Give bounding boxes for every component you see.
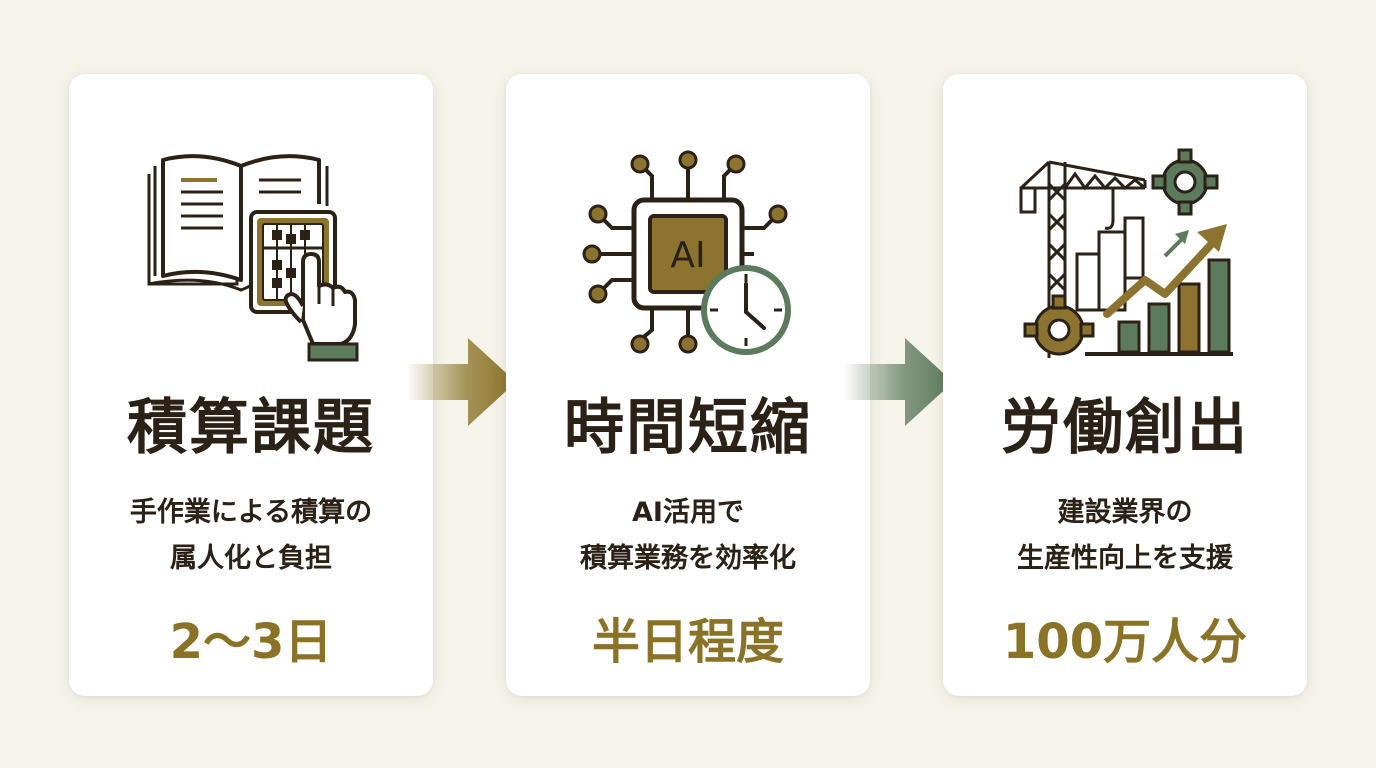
card-metric: 100万人分 [1002,614,1248,670]
card-description-line: 手作業による積算の [129,497,373,528]
card-title: 積算課題 [127,393,375,463]
card-description-line: 積算業務を効率化 [580,543,796,574]
arrow-right-icon [406,334,518,430]
card-description-line: 建設業界の [1057,497,1193,528]
card-description: 手作業による積算の 属人化と負担 [69,490,433,582]
card-description-line: 属人化と負担 [170,543,332,574]
ai-chip-clock-icon: AI [578,144,798,364]
crane-growth-chart-icon [1015,144,1235,364]
book-calculator-icon [141,144,361,364]
arrow-right-icon [843,334,955,430]
card-metric: 2〜3日 [169,614,333,670]
card-description: AI活用で 積算業務を効率化 [506,490,870,582]
card-description: 建設業界の 生産性向上を支援 [943,490,1307,582]
card-title: 時間短縮 [564,393,812,463]
card-labor-creation: 労働創出 建設業界の 生産性向上を支援 100万人分 [943,74,1307,696]
card-description-line: AI活用で [632,497,744,528]
chip-label: AI [670,235,705,276]
card-description-line: 生産性向上を支援 [1017,543,1233,574]
card-title: 労働創出 [1001,393,1249,463]
card-estimation-issue: 積算課題 手作業による積算の 属人化と負担 2〜3日 [69,74,433,696]
card-metric: 半日程度 [591,614,784,670]
card-time-reduction: AI 時間短縮 AI活用で 積算業務を効率化 半日程度 [506,74,870,696]
